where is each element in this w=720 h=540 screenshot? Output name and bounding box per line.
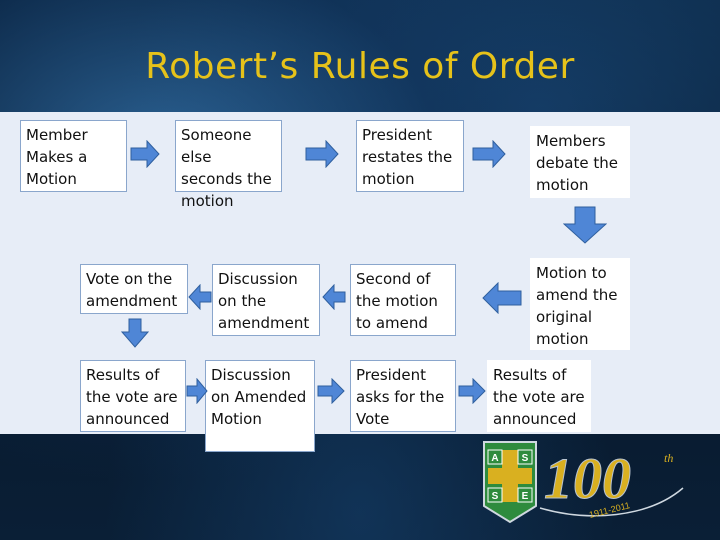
box-text: Discussion on the amendment <box>218 270 310 332</box>
logo-letter-e: E <box>522 491 529 502</box>
box-president-asks-vote: President asks for the Vote <box>350 360 456 432</box>
box-text: President asks for the Vote <box>356 366 445 428</box>
slide-title: Robert’s Rules of Order <box>145 46 575 87</box>
box-discussion-amended: Discussion on Amended Motion <box>205 360 315 452</box>
arrow-right-2 <box>305 140 339 168</box>
box-text: Results of the vote are announced <box>493 366 585 428</box>
logo-number: 100 <box>544 446 631 511</box>
logo-suffix: th <box>664 451 673 465</box>
box-text: President restates the motion <box>362 126 453 188</box>
box-member-makes-motion: Member Makes a Motion <box>20 120 127 192</box>
logo-letter-a: A <box>491 453 498 464</box>
arrow-right-5 <box>317 378 345 404</box>
box-text: Motion to amend the original motion <box>536 264 618 348</box>
arrow-right-1 <box>130 140 160 168</box>
box-text: Member Makes a Motion <box>26 126 88 188</box>
box-text: Discussion on Amended Motion <box>211 366 307 428</box>
box-results-final: Results of the vote are announced <box>487 360 591 432</box>
arrow-down-1 <box>563 206 607 244</box>
box-text: Results of the vote are announced <box>86 366 178 428</box>
arrow-down-2 <box>121 318 149 348</box>
arrow-right-4 <box>186 378 208 404</box>
arrow-left-2 <box>322 284 346 310</box>
box-results-first: Results of the vote are announced <box>80 360 186 432</box>
box-text: Someone else seconds the motion <box>181 126 272 210</box>
arrow-right-3 <box>472 140 506 168</box>
box-members-debate: Members debate the motion <box>530 126 630 198</box>
box-discussion-amendment: Discussion on the amendment <box>212 264 320 336</box>
box-text: Second of the motion to amend <box>356 270 438 332</box>
asse-100-logo: A S S E 100 th 1911-2011 <box>483 441 684 524</box>
logo-letter-s2: S <box>492 491 499 502</box>
box-text: Vote on the amendment <box>86 270 178 310</box>
box-text: Members debate the motion <box>536 132 618 194</box>
box-someone-seconds: Someone else seconds the motion <box>175 120 282 210</box>
box-vote-amendment: Vote on the amendment <box>80 264 188 314</box>
arrow-left-1 <box>482 282 522 314</box>
box-president-restates: President restates the motion <box>356 120 464 192</box>
arrow-left-3 <box>188 284 212 310</box>
arrow-right-6 <box>458 378 486 404</box>
logo-letter-s1: S <box>522 453 529 464</box>
box-second-to-amend: Second of the motion to amend <box>350 264 456 336</box>
box-motion-to-amend: Motion to amend the original motion <box>530 258 630 350</box>
